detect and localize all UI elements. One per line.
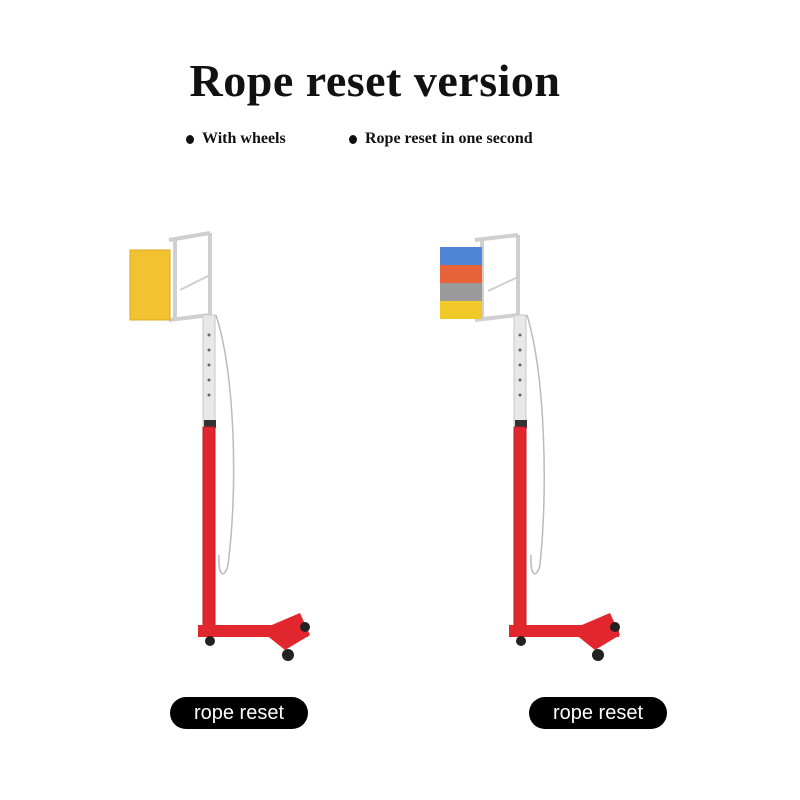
page-title: Rope reset version (189, 55, 561, 106)
clamp (515, 420, 527, 428)
reset-rope (526, 314, 545, 575)
red-pole (202, 426, 216, 628)
feature-label: Rope reset in one second (365, 130, 533, 147)
red-pole (513, 426, 527, 628)
upper-pole (513, 314, 527, 426)
rope-reset-badge: rope reset (170, 697, 308, 729)
rope-reset-badge: rope reset (529, 697, 667, 729)
feature-label: With wheels (202, 130, 286, 147)
yellow-board (129, 249, 171, 321)
product-image-multicolor-board (430, 195, 670, 675)
bullet-icon (186, 134, 194, 144)
upper-pole (202, 314, 216, 426)
bullet-icon (349, 134, 357, 144)
reset-rope (215, 314, 235, 575)
silver-frame (168, 231, 212, 325)
red-base (198, 613, 310, 661)
red-base (509, 613, 620, 661)
multicolor-board (440, 247, 482, 319)
vertical-jump-stand-illustration (129, 231, 310, 661)
feature-rope-reset: Rope reset in one second (349, 130, 533, 148)
feature-with-wheels: With wheels (186, 130, 286, 148)
vertical-jump-stand-illustration (440, 233, 620, 661)
product-image-yellow-board (120, 195, 360, 675)
clamp (204, 420, 216, 428)
